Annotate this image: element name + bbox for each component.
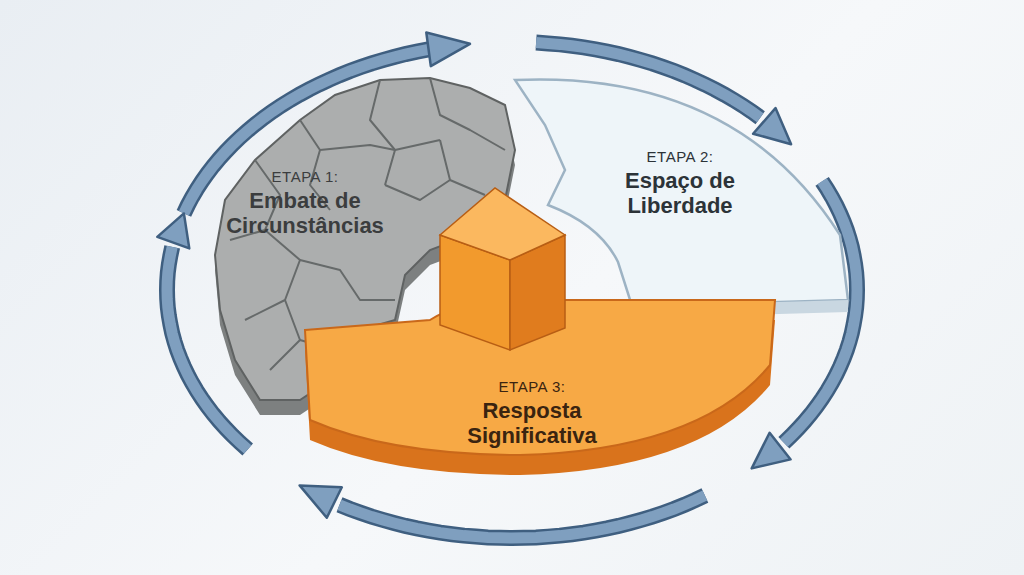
step-label: ETAPA 3: — [417, 378, 647, 395]
stage-node: ETAPA 1: Embate de Circunstâncias — [208, 168, 403, 239]
arrow-head — [157, 213, 189, 248]
cycle-arrows — [157, 33, 857, 539]
stage-title: Embate de Circunstâncias — [208, 188, 403, 239]
arrow-head — [300, 485, 342, 517]
arrow-head — [753, 108, 791, 144]
step-label: ETAPA 1: — [208, 168, 403, 185]
stage-node: ETAPA 3: Resposta Significativa — [417, 378, 647, 449]
stage-title: Resposta Significativa — [417, 398, 647, 449]
stage-title: Espaço de Liberdade — [585, 168, 775, 219]
stage-node: ETAPA 2: Espaço de Liberdade — [585, 148, 775, 219]
cycle-arrow — [340, 496, 705, 538]
arrow-head — [426, 33, 470, 67]
cycle-arrow — [340, 496, 705, 538]
arrow-head — [752, 433, 791, 469]
step-label: ETAPA 2: — [585, 148, 775, 165]
